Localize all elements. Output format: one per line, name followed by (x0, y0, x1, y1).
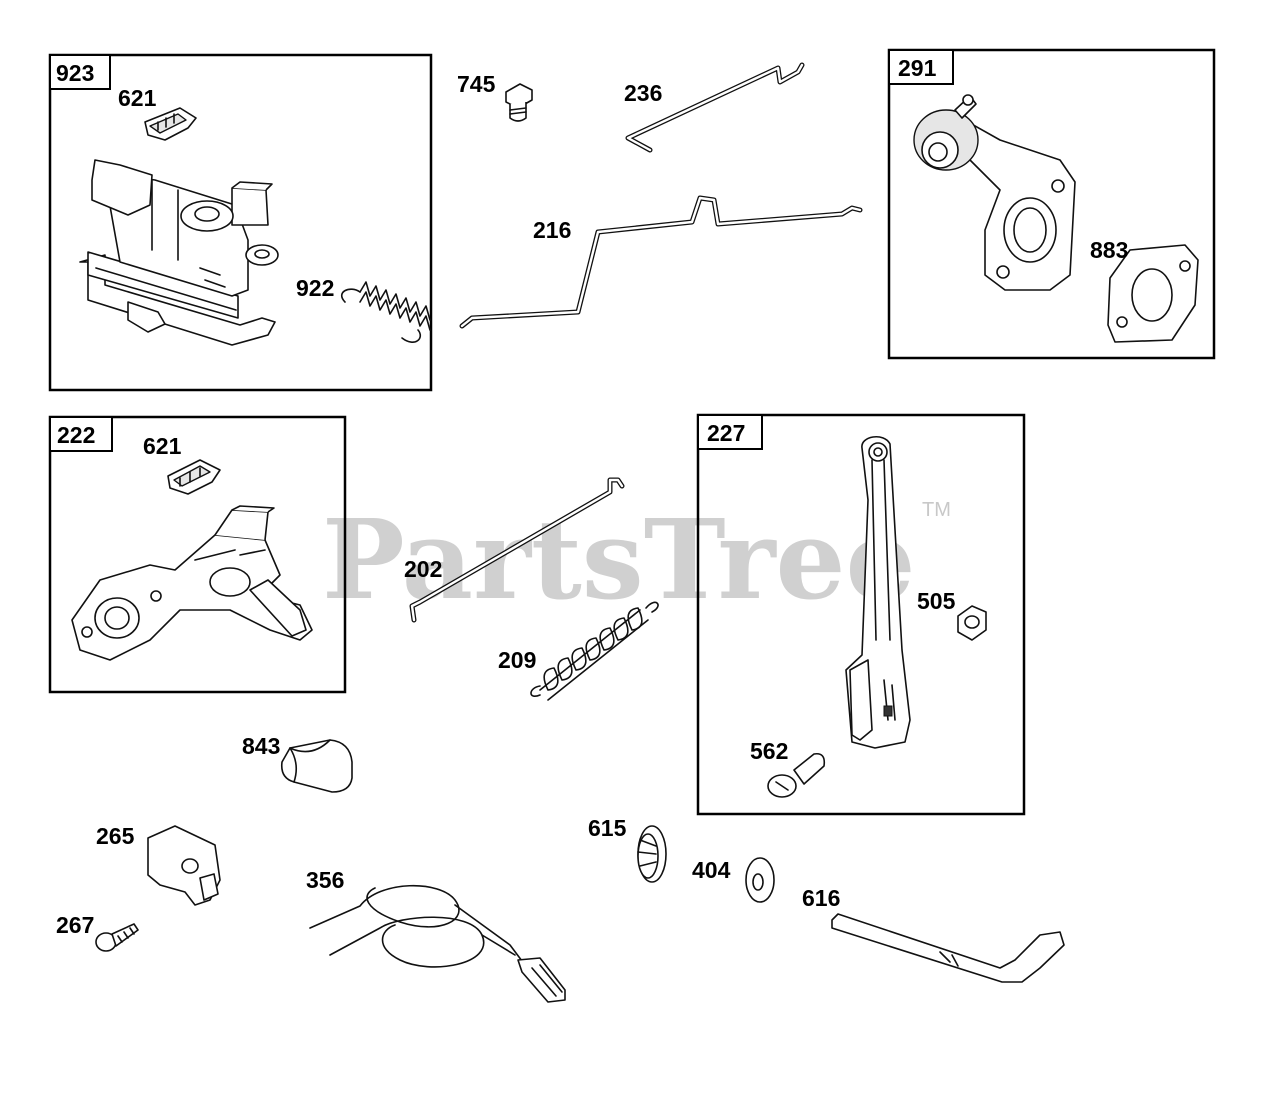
label-209[interactable]: 209 (498, 647, 536, 673)
part-267-screw[interactable] (95, 923, 139, 952)
part-209-spring[interactable] (530, 601, 659, 701)
assembly-227-frame (696, 413, 1026, 816)
label-621-a[interactable]: 621 (118, 85, 157, 111)
part-922-spring[interactable] (340, 281, 431, 343)
part-745-bolt[interactable] (505, 83, 533, 122)
label-616[interactable]: 616 (802, 885, 840, 911)
assembly-923-tag-box (49, 54, 111, 90)
part-505-nut[interactable] (957, 605, 987, 641)
label-265[interactable]: 265 (96, 823, 135, 849)
label-843[interactable]: 843 (242, 733, 280, 759)
assembly-227-tag-box (697, 414, 763, 450)
assembly-227-tag: 227 (707, 420, 745, 446)
part-621-clip-a[interactable] (144, 107, 197, 141)
part-291-housing[interactable] (913, 94, 1076, 291)
assembly-291-tag-box (888, 49, 954, 85)
label-922[interactable]: 922 (296, 275, 334, 301)
part-356-wire[interactable] (309, 884, 566, 1003)
label-216[interactable]: 216 (533, 217, 571, 243)
assembly-222-frame (48, 415, 347, 694)
assembly-291-frame (887, 48, 1216, 360)
assembly-222-tag: 222 (57, 422, 95, 448)
label-404[interactable]: 404 (692, 857, 731, 883)
part-202-link[interactable] (409, 477, 625, 623)
label-236[interactable]: 236 (624, 80, 662, 106)
label-505[interactable]: 505 (917, 588, 956, 614)
label-202[interactable]: 202 (404, 556, 442, 582)
part-562-pin[interactable] (767, 752, 826, 798)
part-222-bracket[interactable] (71, 505, 313, 661)
part-621-clip-b[interactable] (167, 459, 221, 495)
watermark-trademark: TM (922, 499, 951, 521)
part-923-bracket[interactable] (79, 159, 279, 346)
part-236-link[interactable] (625, 62, 805, 153)
part-616-lever[interactable] (831, 913, 1065, 983)
part-615-grommet[interactable] (637, 825, 667, 883)
assembly-923[interactable]: 923 621 (48, 53, 433, 392)
part-883-gasket[interactable] (1107, 244, 1199, 343)
label-621-b[interactable]: 621 (143, 433, 182, 459)
label-745[interactable]: 745 (457, 71, 496, 97)
part-404-washer[interactable] (745, 857, 775, 903)
assembly-291[interactable]: 291 883 (887, 48, 1216, 360)
label-267[interactable]: 267 (56, 912, 94, 938)
label-562[interactable]: 562 (750, 738, 788, 764)
assembly-227[interactable]: 227 505 562 (696, 413, 1026, 816)
part-227-lever[interactable] (845, 436, 911, 749)
assembly-291-tag: 291 (898, 55, 937, 81)
part-843-sleeve[interactable] (280, 739, 353, 793)
label-883[interactable]: 883 (1090, 237, 1128, 263)
part-216-link[interactable] (459, 195, 863, 329)
assembly-222[interactable]: 222 621 (48, 415, 347, 694)
part-265-clip[interactable] (147, 825, 221, 906)
assembly-923-frame (48, 53, 433, 392)
label-615[interactable]: 615 (588, 815, 627, 841)
assembly-222-tag-box (49, 416, 113, 452)
assembly-923-tag: 923 (56, 60, 94, 86)
label-356[interactable]: 356 (306, 867, 344, 893)
